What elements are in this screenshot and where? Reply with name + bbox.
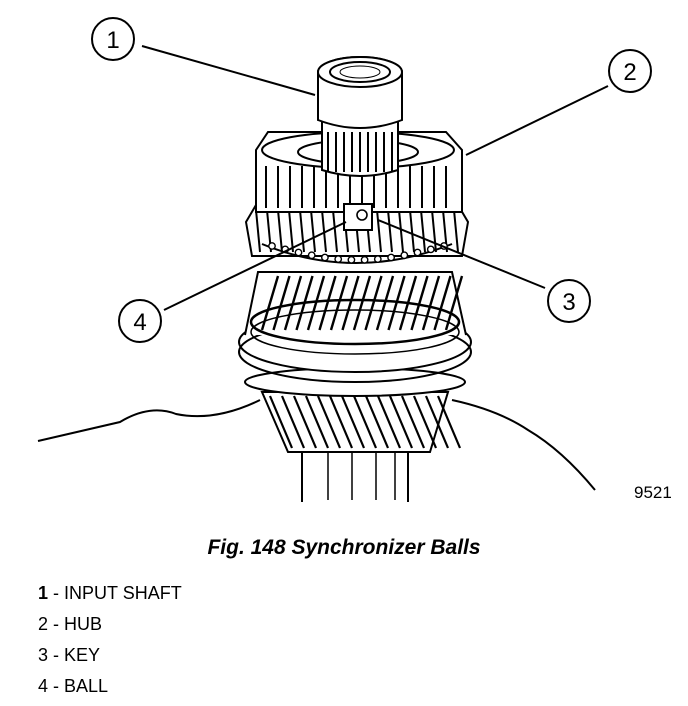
legend-separator: - <box>53 583 60 603</box>
leader-line-4 <box>163 221 347 311</box>
legend-number: 2 <box>38 614 49 634</box>
callout-number: 4 <box>133 309 146 336</box>
legend-label: INPUT SHAFT <box>64 583 182 603</box>
leader-lines <box>141 45 609 311</box>
legend-label: BALL <box>64 676 109 696</box>
key-and-ball <box>343 203 373 231</box>
legend-number: 1 <box>38 583 49 603</box>
callout-3: 3 <box>547 279 591 323</box>
input-shaft <box>317 56 403 177</box>
legend-item: 2-HUB <box>38 611 182 642</box>
figure-caption: Fig. 148 Synchronizer Balls <box>207 536 481 559</box>
callout-1: 1 <box>91 17 135 61</box>
leader-line-2 <box>465 85 609 156</box>
legend-separator: - <box>53 645 60 665</box>
leader-line-3 <box>377 219 546 289</box>
callout-number: 1 <box>106 27 119 54</box>
legend-separator: - <box>53 614 60 634</box>
callout-number: 2 <box>623 59 636 86</box>
legend-item: 4-BALL <box>38 673 182 704</box>
lower-gear <box>260 391 462 453</box>
figure-code: 9521 <box>634 483 672 502</box>
legend-number: 4 <box>38 676 49 696</box>
synchronizer-illustration: 1 2 3 4 9521 <box>37 17 672 502</box>
callout-number: 3 <box>562 289 575 316</box>
legend-list: 1-INPUT SHAFT 2-HUB 3-KEY 4-BALL <box>38 580 182 704</box>
middle-gear <box>238 271 472 383</box>
callout-4: 4 <box>118 299 162 343</box>
legend-item: 3-KEY <box>38 642 182 673</box>
legend-label: KEY <box>64 645 101 665</box>
legend-separator: - <box>53 676 60 696</box>
legend-number: 3 <box>38 645 49 665</box>
legend-item: 1-INPUT SHAFT <box>38 580 182 611</box>
callout-2: 2 <box>608 49 652 93</box>
surface-line <box>37 399 596 491</box>
leader-line-1 <box>141 45 316 96</box>
legend-label: HUB <box>64 614 103 634</box>
